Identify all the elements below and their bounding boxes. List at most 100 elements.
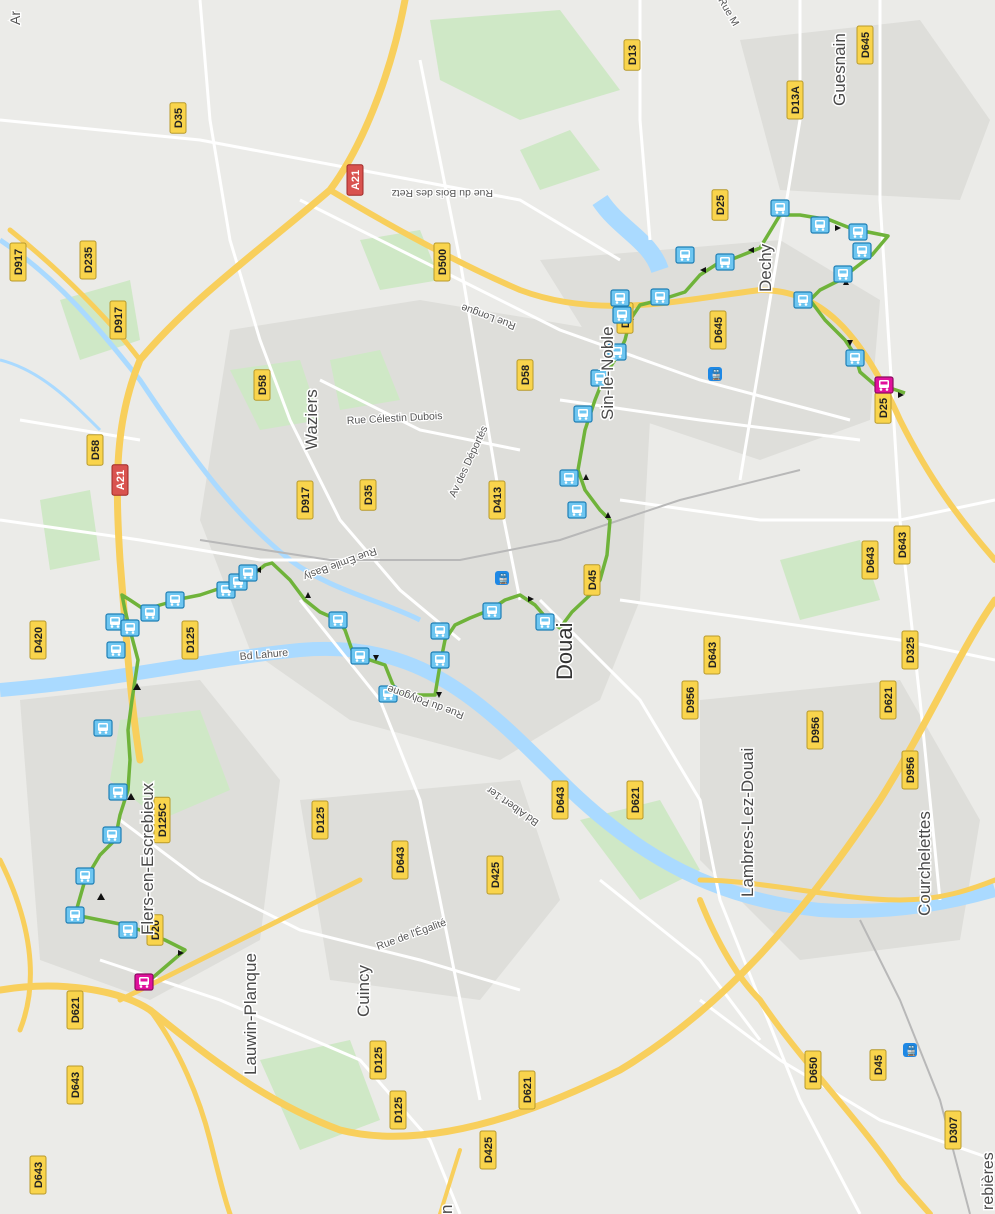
svg-text:D58: D58 [257,375,269,395]
road-shield-d643: D643 [66,1065,84,1105]
road-shield-d58: D58 [516,359,534,391]
road-shield-d643: D643 [861,540,879,580]
svg-text:D645: D645 [860,32,872,58]
road-shield-d35: D35 [359,479,377,511]
road-shield-d621: D621 [66,990,84,1030]
partial-label-bottom-right: rebières [980,1152,995,1210]
bus-stop-icon[interactable] [118,921,138,939]
bus-stop-icon[interactable] [75,867,95,885]
svg-text:D643: D643 [707,642,719,668]
road-shield-d413: D413 [488,480,506,520]
road-shield-d643: D643 [391,840,409,880]
bus-stop-icon[interactable] [610,289,630,307]
road-shield-d650: D650 [804,1050,822,1090]
svg-text:D35: D35 [363,485,375,505]
town-label-guesnain: Guesnain [830,33,849,106]
bus-stops[interactable] [65,199,894,991]
svg-text:D25: D25 [878,398,890,418]
town-label-flers: Flers-en-Escrebieux [138,782,157,935]
svg-text:🚆: 🚆 [905,1044,917,1057]
bus-stop-icon[interactable] [567,501,587,519]
bus-stop-icon[interactable] [607,343,627,361]
bus-stop-icon[interactable] [140,604,160,622]
svg-text:D643: D643 [395,847,407,873]
terminus-icon[interactable] [134,973,154,991]
bus-stop-icon[interactable] [65,906,85,924]
road-shield-d500: D500 [433,242,451,282]
bus-stop-icon[interactable] [430,622,450,640]
bus-stop-icon[interactable] [675,246,695,264]
svg-text:D643: D643 [897,532,909,558]
bus-stop-icon[interactable] [573,405,593,423]
town-label-cuincy: Cuincy [354,965,373,1017]
bus-stop-icon[interactable] [106,641,126,659]
road-shield-d58: D58 [253,369,271,401]
road-shield-d25: D25 [711,189,729,221]
bus-stop-icon[interactable] [833,265,853,283]
train-station-icon: 🚆 [495,571,509,585]
bus-stop-icon[interactable] [852,242,872,260]
bus-stop-icon[interactable] [238,564,258,582]
bus-stop-icon[interactable] [328,611,348,629]
svg-text:D125: D125 [373,1047,385,1073]
bus-stop-icon[interactable] [535,613,555,631]
road-shield-d956: D956 [681,680,699,720]
terminus-icon[interactable] [874,376,894,394]
svg-text:D325: D325 [905,637,917,663]
road-shield-d325: D325 [901,630,919,670]
road-shield-d125c: D125C [153,796,171,844]
town-label-sin-le-noble: Sin-le-Noble [598,326,617,420]
bus-stop-icon[interactable] [650,288,670,306]
road-shield-d125: D125 [369,1040,387,1080]
svg-text:D45: D45 [587,570,599,590]
bus-stop-icon[interactable] [715,253,735,271]
bus-route [73,213,906,982]
road-shield-d45: D45 [583,564,601,596]
bus-stop-icon[interactable] [559,469,579,487]
road-shield-d125: D125 [389,1090,407,1130]
svg-text:D58: D58 [90,440,102,460]
svg-text:D621: D621 [883,687,895,713]
waterways [0,194,995,918]
road-shield-d425: D425 [486,855,504,895]
bus-stop-icon[interactable] [482,602,502,620]
road-shield-d125: D125 [181,620,199,660]
bus-stop-icon[interactable] [793,291,813,309]
bus-stop-icon[interactable] [430,651,450,669]
road-shield-d917: D917 [109,300,127,340]
partial-label-bottom-center: n [437,1205,456,1214]
svg-text:D621: D621 [630,787,642,813]
bus-stop-icon[interactable] [848,223,868,241]
railways [199,469,971,1214]
bus-stop-icon[interactable] [810,216,830,234]
bus-stop-icon[interactable] [350,647,370,665]
svg-text:🚆: 🚆 [497,572,509,585]
svg-text:D58: D58 [520,365,532,385]
road-shield-a21: A21 [111,464,129,496]
bus-stop-icon[interactable] [770,199,790,217]
svg-text:D643: D643 [865,547,877,573]
road-shield-d20: D20 [146,914,164,946]
bus-stop-icon[interactable] [845,349,865,367]
bus-stop-icon[interactable] [93,719,113,737]
bus-stop-icon[interactable] [378,685,398,703]
road-shield-d58: D58 [86,434,104,466]
bus-stop-icon[interactable] [590,369,610,387]
road-shield-d13: D13 [623,39,641,71]
bus-stop-icon[interactable] [120,619,140,637]
road-shield-d25: D25 [874,392,892,424]
svg-text:🚆: 🚆 [710,368,722,381]
road-shield-d125: D125 [311,800,329,840]
road-shield-d643: D643 [703,635,721,675]
bus-stop-icon[interactable] [105,613,125,631]
svg-text:D425: D425 [490,862,502,888]
bus-stop-icon[interactable] [612,306,632,324]
bus-stop-icon[interactable] [102,826,122,844]
bus-stop-icon[interactable] [165,591,185,609]
svg-text:D645: D645 [713,317,725,343]
road-shield-d956: D956 [806,710,824,750]
bus-stop-icon[interactable] [108,783,128,801]
road-shield-d645: D645 [856,25,874,65]
road-shield-d917: D917 [9,242,27,282]
